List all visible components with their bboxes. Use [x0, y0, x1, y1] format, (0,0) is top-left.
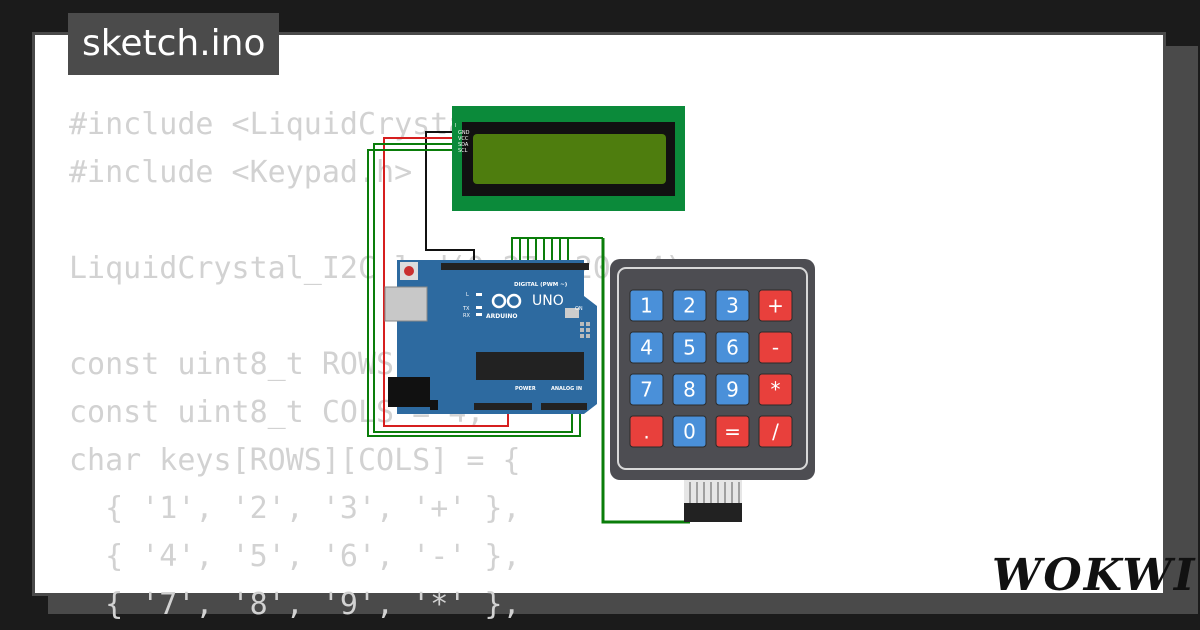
- lcd-pin-vcc: VCC: [458, 136, 469, 142]
- wire-green-keypad: [601, 238, 690, 524]
- code-line: { '4', '5', '6', '-' },: [69, 539, 521, 574]
- wire-green-scl: [367, 149, 581, 437]
- keypad-key-6[interactable]: 6: [715, 331, 750, 364]
- keypad-key-/[interactable]: /: [758, 415, 793, 448]
- usb-port: [384, 286, 428, 322]
- digital-header: [441, 263, 589, 270]
- lcd-pin-sda: SDA: [458, 142, 469, 148]
- keypad-key-label: 2: [683, 294, 696, 318]
- keypad-key-label: =: [724, 420, 741, 444]
- keypad-key-label: 5: [683, 336, 696, 360]
- keypad-key-label: .: [643, 420, 649, 444]
- keypad-key-7[interactable]: 7: [629, 373, 664, 406]
- wires: [367, 131, 690, 524]
- arduino-uno-label: UNO: [532, 293, 564, 309]
- power-label: POWER: [515, 386, 536, 392]
- led-label-tx: TX: [462, 306, 470, 312]
- keypad-key-3[interactable]: 3: [715, 289, 750, 322]
- keypad-key-label: *: [771, 378, 781, 402]
- code-line: #include <Keypad.h>: [69, 155, 413, 190]
- keypad-key-1[interactable]: 1: [629, 289, 664, 322]
- code-line: { '7', '8', '9', '*' },: [69, 587, 521, 622]
- arduino-uno-board[interactable]: UNO ARDUINO DIGITAL (PWM ~) POWER ANALOG…: [384, 260, 597, 414]
- keypad-key-8[interactable]: 8: [672, 373, 707, 406]
- keypad-key-label: 1: [640, 294, 653, 318]
- infinity-logo: [491, 293, 522, 309]
- keypad-key-label: 4: [640, 336, 653, 360]
- keypad-key-label: -: [772, 336, 779, 360]
- wire-green-sda: [373, 143, 573, 433]
- analog-in-label: ANALOG IN: [551, 386, 582, 392]
- membrane-keypad[interactable]: 1 2 3 +4 5 6 - 7 8 9 *. 0 = /: [610, 259, 815, 522]
- led-label-rx: RX: [463, 313, 470, 319]
- wire-red-vcc: [383, 137, 509, 427]
- keypad-key-2[interactable]: 2: [672, 289, 707, 322]
- keypad-key-label: +: [767, 294, 784, 318]
- analog-header: [541, 403, 587, 410]
- power-jack: [388, 377, 430, 407]
- digital-pwm-label: DIGITAL (PWM ~): [514, 282, 568, 288]
- led-label-l: L: [466, 292, 469, 298]
- power-header: [474, 403, 532, 410]
- lcd-module[interactable]: I GND VCC SDA SCL: [452, 106, 685, 211]
- arduino-brand-label: ARDUINO: [486, 313, 517, 320]
- keypad-key-5[interactable]: 5: [672, 331, 707, 364]
- wokwi-logo: WOKWI: [992, 550, 1194, 601]
- wire-black-gnd: [425, 131, 475, 263]
- code-line: char keys[ROWS][COLS] = {: [69, 443, 521, 478]
- lcd-pin-gnd: GND: [458, 130, 470, 136]
- keypad-key-9[interactable]: 9: [715, 373, 750, 406]
- keypad-key-=[interactable]: =: [715, 415, 750, 448]
- keypad-key-label: /: [772, 420, 779, 444]
- on-led-label: ON: [575, 306, 583, 312]
- keypad-key-0[interactable]: 0: [672, 415, 707, 448]
- atmega-chip: [476, 352, 584, 380]
- keypad-key-label: 7: [640, 378, 653, 402]
- keypad-key-label: 9: [726, 378, 739, 402]
- keypad-key-.[interactable]: .: [629, 415, 664, 448]
- svg-text:WOKWI: WOKWI: [992, 550, 1196, 601]
- svg-text:I: I: [455, 123, 456, 129]
- keypad-key-label: 6: [726, 336, 739, 360]
- keypad-key--[interactable]: -: [758, 331, 793, 364]
- keypad-key-*[interactable]: *: [758, 373, 793, 406]
- lcd-pins: I GND VCC SDA SCL: [455, 123, 470, 154]
- keypad-key-4[interactable]: 4: [629, 331, 664, 364]
- keypad-key-label: 3: [726, 294, 739, 318]
- keypad-key-label: 8: [683, 378, 696, 402]
- keypad-key-+[interactable]: +: [758, 289, 793, 322]
- sketch-filename-tab: sketch.ino: [68, 13, 280, 75]
- keypad-key-label: 0: [683, 420, 696, 444]
- code-line: { '1', '2', '3', '+' },: [69, 491, 521, 526]
- lcd-pin-scl: SCL: [458, 148, 468, 154]
